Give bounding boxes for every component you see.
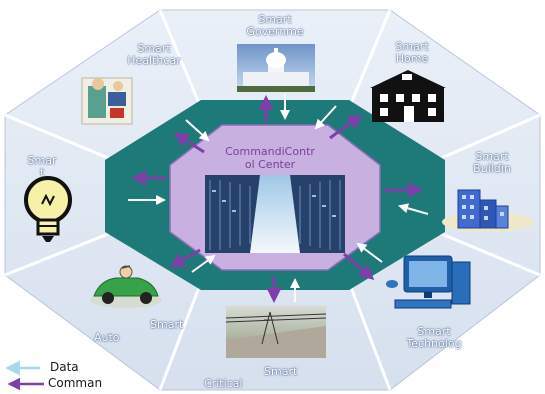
sector-label-home: Smart Home [395,40,429,65]
legend-data-label: Data [50,360,79,374]
sector-label-auto-line1: Smart [150,318,184,331]
command-arrow-healthcare [173,132,205,154]
data-arrow-healthcare [185,119,210,142]
command-arrows [131,95,423,303]
power-line-image [225,306,327,358]
data-center-image [205,175,345,253]
legend-arrows [4,360,44,391]
lightbulb-icon [24,176,72,242]
data-arrow-auto [191,254,216,273]
data-arrow-building [398,203,429,215]
command-center-label-line2: ol Center [244,158,296,171]
healthcare-image [81,77,133,125]
sector-dividers [4,9,541,391]
capitol-image [237,44,315,92]
command-arrow-home [329,114,363,140]
sector-label-building: Smart Buildin [473,150,511,175]
home-icon [370,70,446,122]
command-center-label: CommandiContr ol Center [205,145,335,171]
data-arrow-technology [356,242,383,263]
computer-icon [386,255,471,309]
data-arrows [128,95,429,302]
command-arrow-technology [343,252,375,280]
sector-label-auto-line2: Auto [94,331,120,344]
sector-label-technology: Smart Technolog [406,325,462,350]
sector-label-critical-line1: Smart [264,365,298,378]
legend-command-label: Comman [48,376,103,390]
building-icon [442,189,534,232]
command-arrow-auto [169,248,201,268]
sector-label-government: Smart Governme [246,13,304,38]
command-center-label-line1: CommandiContr [225,145,315,158]
sector-label-healthcare: Smart Healthcar [127,42,181,67]
car-icon [90,265,162,308]
data-arrow-home [314,105,337,130]
sector-label-critical-line2: Critical [204,377,243,390]
sector-label-light: Smar t [27,154,57,179]
